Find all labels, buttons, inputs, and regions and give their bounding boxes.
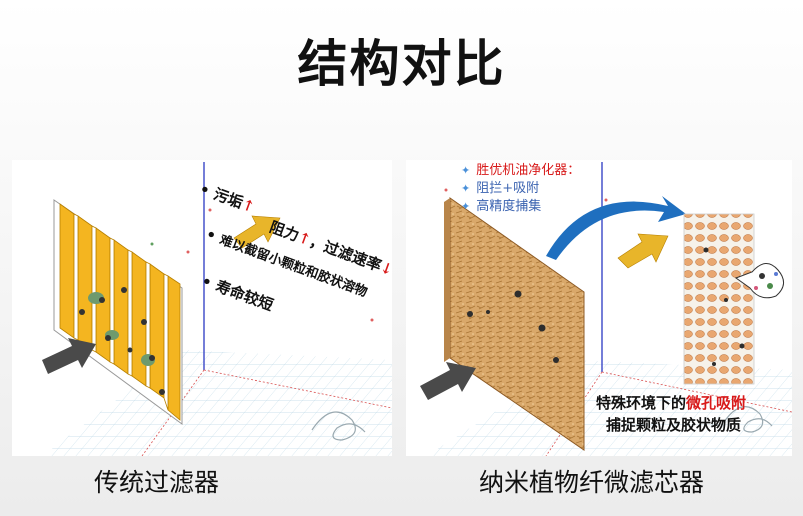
star-icon: ✦ <box>461 200 471 213</box>
decorative-swirl <box>723 406 773 433</box>
special-prefix: 特殊环境下的 <box>596 394 687 412</box>
decorative-swirl <box>311 411 366 441</box>
zoom-swoosh-arrow <box>546 196 686 260</box>
legend-block-adsorb: 阻拦+吸附 <box>476 181 540 196</box>
star-icon: ✦ <box>461 164 471 177</box>
legend-product-name: 胜优机油净化器： <box>476 163 581 178</box>
dirt-particles <box>79 287 165 395</box>
product-legend: ✦ 胜优机油净化器： ✦ 阻拦+吸附 ✦ 高精度捕集 <box>461 162 580 216</box>
legend-row: ✦ 胜优机油净化器： <box>461 162 580 180</box>
floor-grid <box>42 350 392 456</box>
traditional-filter-panel: • 污垢↑ 阻力↑，过滤速率↓ • 难以截留小颗粒和胶状溶物 • 寿命较短 <box>12 160 392 456</box>
legend-row: ✦ 高精度捕集 <box>461 198 580 216</box>
traditional-filter-caption: 传统过滤器 <box>94 468 220 497</box>
nano-fiber-filter-caption: 纳米植物纤微滤芯器 <box>479 468 705 497</box>
star-icon: ✦ <box>461 182 471 195</box>
nano-fiber-filter-panel: ✦ 胜优机油净化器： ✦ 阻拦+吸附 ✦ 高精度捕集 特殊环境下的微孔吸附 捕捉颗粒及… <box>406 160 792 456</box>
adsorption-bubble <box>734 263 784 299</box>
zoom-gold-arrow <box>617 233 669 269</box>
trapped-particles <box>467 290 559 363</box>
legend-high-precision: 高精度捕集 <box>476 199 542 214</box>
oil-inflow-arrow <box>42 338 96 374</box>
pleated-filter <box>59 203 181 421</box>
capture-particles-text: 捕捉颗粒及胶状物质 <box>606 416 742 434</box>
micropore-particles <box>703 247 745 366</box>
flow-direction-arrow <box>233 215 281 249</box>
micropore-magnified-view <box>683 213 755 385</box>
nano-fiber-filter-diagram <box>420 162 792 456</box>
special-environment-note: 特殊环境下的微孔吸附 捕捉颗粒及胶状物质 <box>596 392 746 436</box>
traditional-filter-diagram <box>42 162 392 456</box>
legend-row: ✦ 阻拦+吸附 <box>461 180 580 198</box>
oil-inflow-arrow <box>420 362 476 400</box>
page-title: 结构对比 <box>297 35 506 93</box>
micropore-adsorption-highlight: 微孔吸附 <box>686 394 747 412</box>
